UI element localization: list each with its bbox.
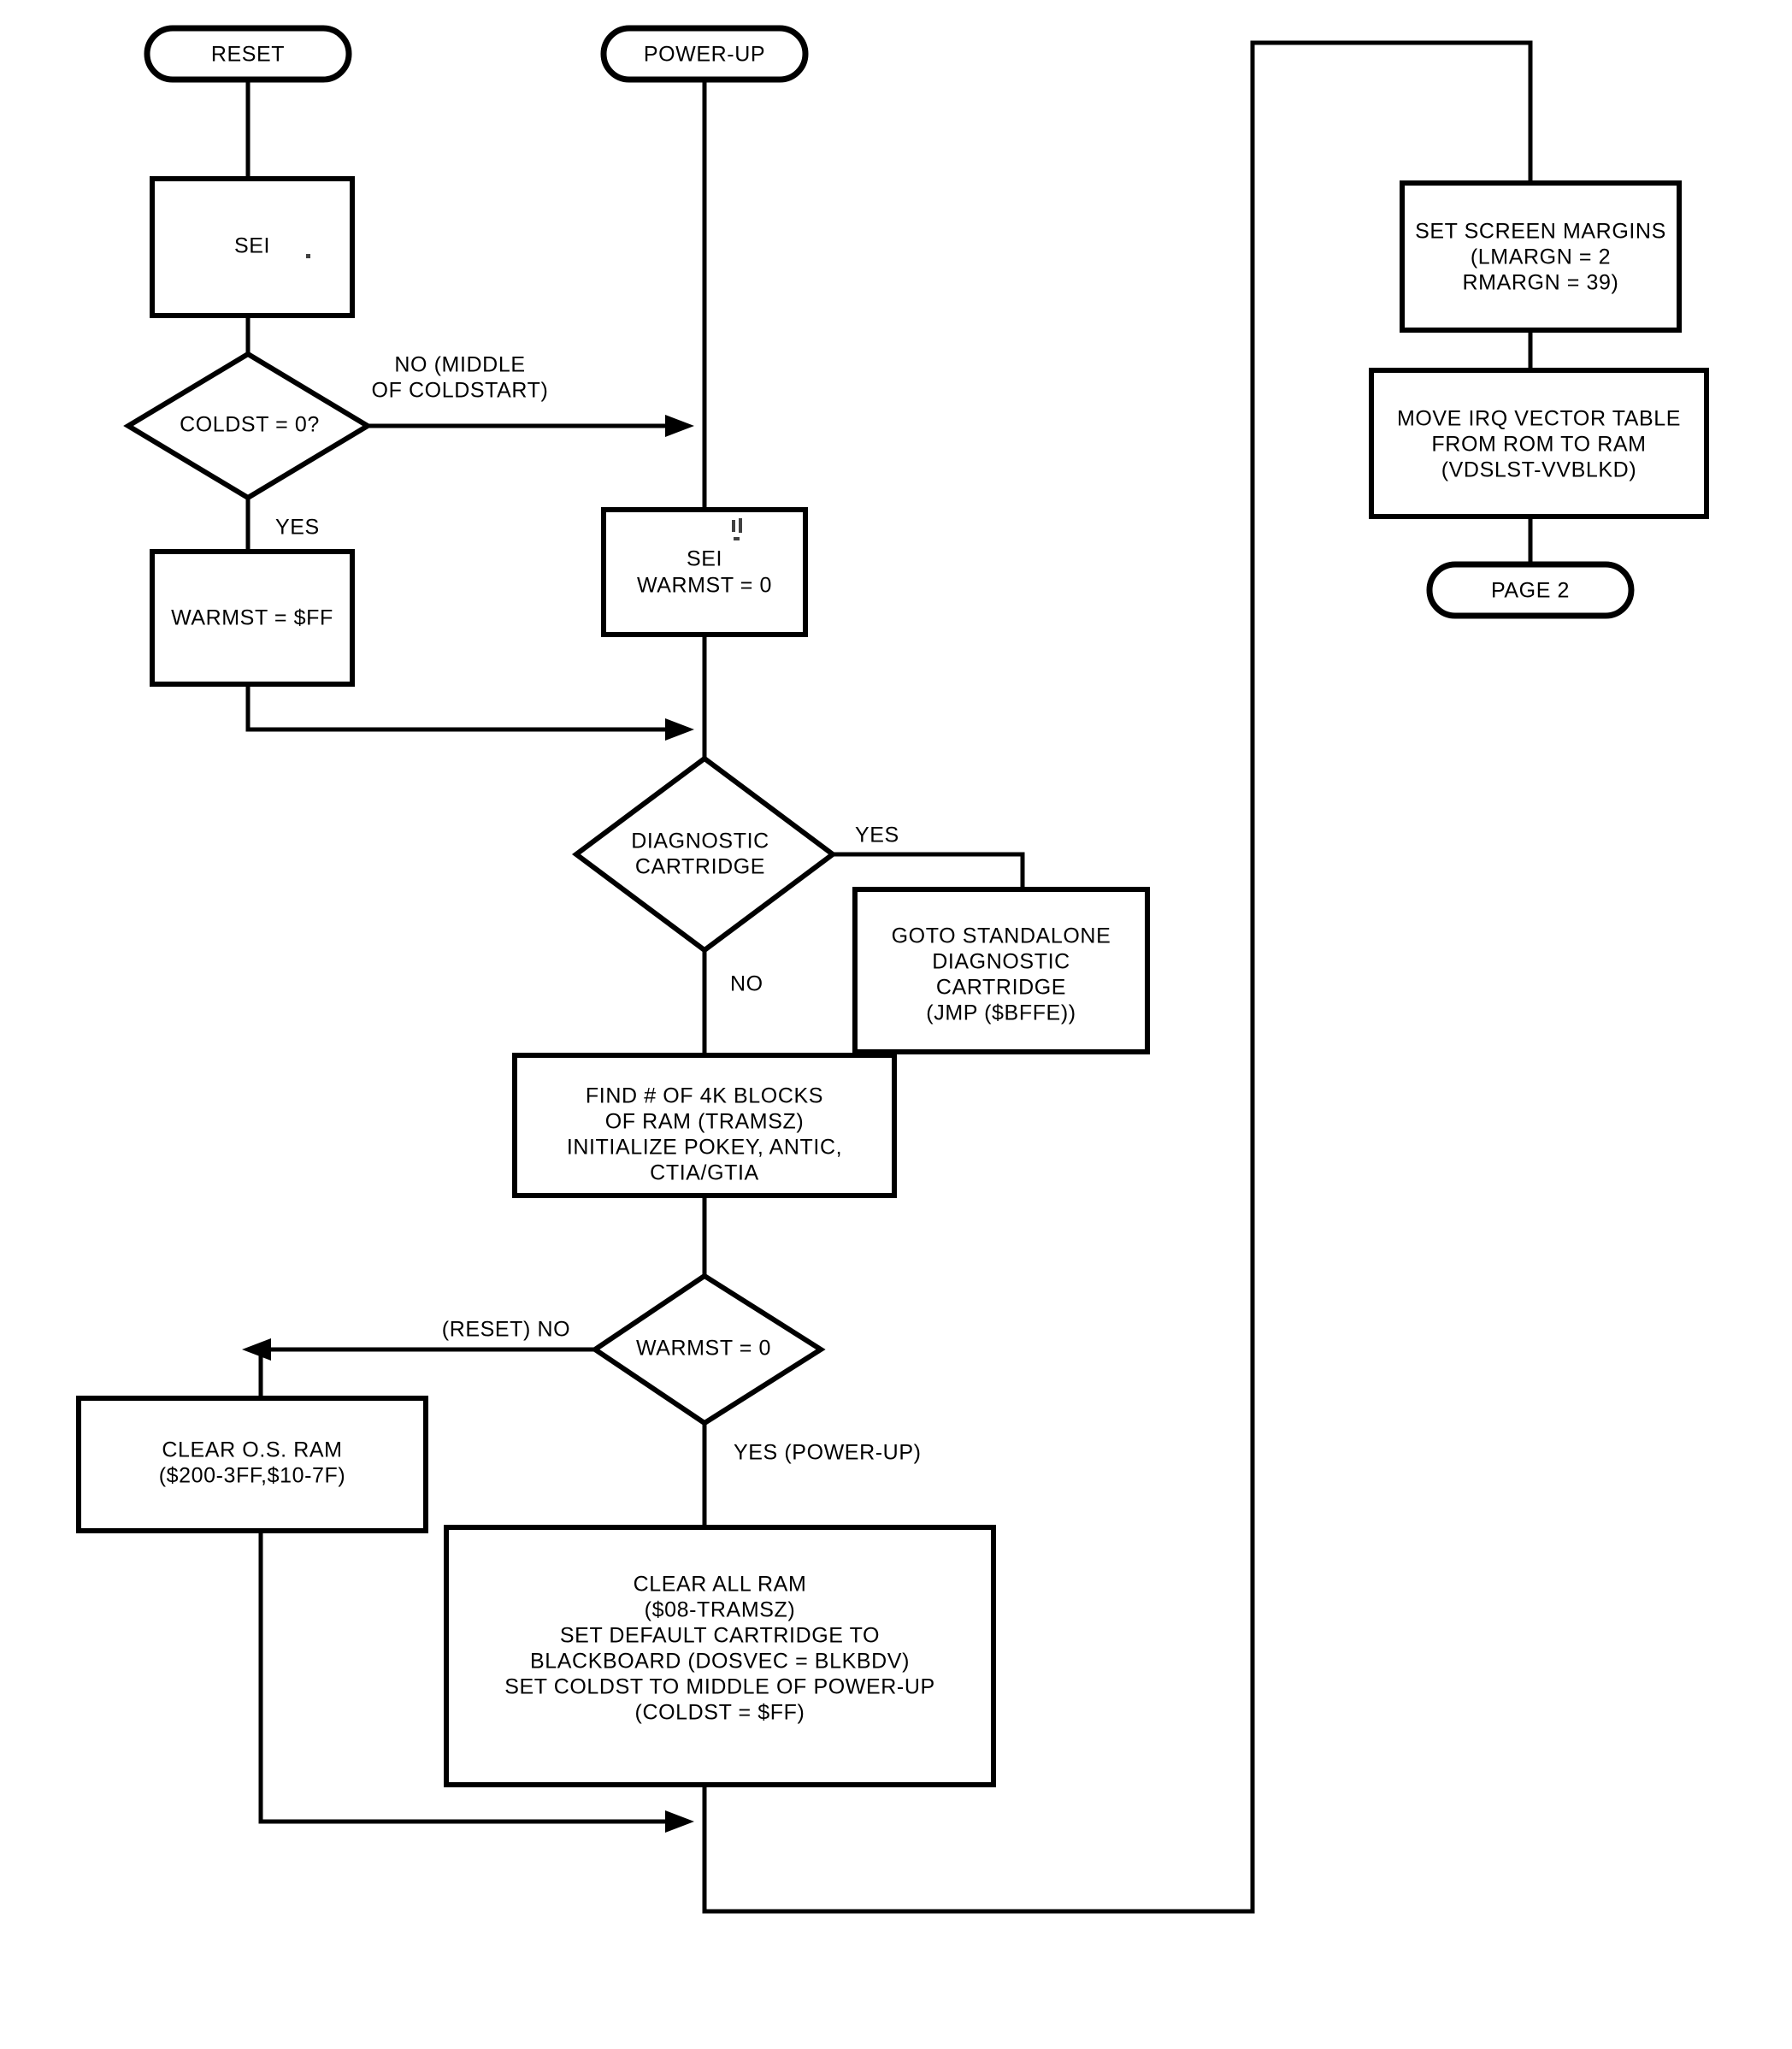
process-find-line-0: FIND # OF 4K BLOCKS bbox=[586, 1084, 823, 1108]
decision-warmst-is-zero[interactable] bbox=[590, 1273, 826, 1426]
decision-coldst-is-zero[interactable] bbox=[123, 351, 373, 501]
scan-artifact-dot-sei bbox=[306, 254, 310, 258]
decision-diagcart-line-1: CARTRIDGE bbox=[635, 855, 765, 879]
arrowhead-coldst-no bbox=[665, 415, 694, 437]
process-clear-all-line-3: BLACKBOARD (DOSVEC = BLKBDV) bbox=[530, 1650, 910, 1674]
edge-warmstff-to-trunk bbox=[245, 684, 675, 732]
process-goto-standalone-diagnostic[interactable] bbox=[852, 887, 1150, 1054]
edge-label-warmst-yes: YES (POWER-UP) bbox=[734, 1441, 922, 1465]
process-set-screen-margins[interactable] bbox=[1400, 180, 1682, 333]
process-clear-os-ram[interactable] bbox=[76, 1396, 428, 1533]
edge-clearos-to-trunk bbox=[258, 1531, 675, 1824]
process-clear-all-line-5: (COLDST = $FF) bbox=[635, 1701, 805, 1725]
edge-label-diag-yes: YES bbox=[855, 824, 899, 847]
process-find-line-2: INITIALIZE POKEY, ANTIC, bbox=[567, 1136, 842, 1160]
terminator-reset[interactable] bbox=[144, 25, 352, 83]
arrowhead-warmst-no bbox=[242, 1338, 271, 1361]
process-find-line-3: CTIA/GTIA bbox=[650, 1161, 759, 1185]
edge-label-coldst-yes: YES bbox=[275, 516, 320, 540]
process-goto-line-1: DIAGNOSTIC bbox=[932, 950, 1070, 974]
process-clear-all-line-1: ($08-TRAMSZ) bbox=[645, 1598, 796, 1622]
process-goto-line-0: GOTO STANDALONE bbox=[892, 924, 1111, 948]
process-clear-all-line-0: CLEAR ALL RAM bbox=[634, 1573, 807, 1597]
process-goto-line-2: CARTRIDGE bbox=[936, 976, 1066, 1000]
edge-label-coldst-no-line-0: NO (MIDDLE bbox=[394, 353, 525, 377]
process-margins-line-1: (LMARGN = 2 bbox=[1471, 245, 1611, 269]
decision-warmst-label: WARMST = 0 bbox=[636, 1337, 771, 1361]
edge-label-coldst-no-line-1: OF COLDSTART) bbox=[372, 379, 549, 403]
terminator-power-up-label: POWER-UP bbox=[644, 43, 765, 67]
process-layer: SEI WARMST = $FF SEI WARMST = 0 GOTO STA… bbox=[76, 176, 1709, 1787]
arrowhead-clearos-join bbox=[665, 1810, 694, 1833]
process-margins-line-2: RMARGN = 39) bbox=[1463, 271, 1619, 295]
arrowhead-warmstff-join bbox=[665, 718, 694, 741]
process-find-line-1: OF RAM (TRAMSZ) bbox=[605, 1110, 805, 1134]
process-goto-line-3: (JMP ($BFFE)) bbox=[926, 1001, 1076, 1025]
process-sei-warmst-zero-line-1: WARMST = 0 bbox=[637, 574, 772, 598]
terminator-power-up[interactable] bbox=[600, 25, 809, 83]
terminator-reset-label: RESET bbox=[211, 43, 285, 67]
process-sei-warmst-zero-line-0: SEI bbox=[687, 547, 722, 571]
process-moveirq-line-1: FROM ROM TO RAM bbox=[1431, 433, 1646, 457]
decision-coldst-label: COLDST = 0? bbox=[180, 413, 320, 437]
connector-layer bbox=[242, 40, 1533, 1914]
process-sei-warmst-zero[interactable] bbox=[601, 507, 808, 637]
edge-label-layer: NO (MIDDLE OF COLDSTART) YES YES NO (RES… bbox=[275, 353, 922, 1465]
edge-warmst-no-to-clearos bbox=[258, 1347, 595, 1398]
edge-label-warmst-no: (RESET) NO bbox=[442, 1318, 570, 1342]
decision-layer: COLDST = 0? DIAGNOSTIC CARTRIDGE WARMST … bbox=[123, 351, 838, 1426]
process-warmst-ff-line-0: WARMST = $FF bbox=[171, 606, 333, 630]
process-warmst-ff[interactable] bbox=[150, 549, 355, 687]
process-sei-line-0: SEI bbox=[234, 234, 270, 258]
process-moveirq-line-2: (VDSLST-VVBLKD) bbox=[1441, 458, 1637, 482]
process-margins-line-0: SET SCREEN MARGINS bbox=[1415, 220, 1666, 244]
terminator-layer: RESET POWER-UP PAGE 2 bbox=[144, 25, 1635, 619]
process-clear-all-line-2: SET DEFAULT CARTRIDGE TO bbox=[560, 1624, 880, 1648]
process-sei[interactable] bbox=[150, 176, 355, 318]
decision-diagnostic-cartridge[interactable] bbox=[571, 755, 838, 954]
scan-artifact-smudge-sei0 bbox=[732, 518, 742, 540]
terminator-page-2-label: PAGE 2 bbox=[1491, 579, 1570, 603]
edge-clearall-loop-to-margins bbox=[702, 40, 1533, 1914]
process-moveirq-line-0: MOVE IRQ VECTOR TABLE bbox=[1397, 407, 1681, 431]
terminator-page-2[interactable] bbox=[1426, 561, 1635, 619]
edge-diag-yes-to-goto bbox=[833, 852, 1025, 889]
decision-diagcart-line-0: DIAGNOSTIC bbox=[631, 830, 769, 853]
process-clear-all-ram[interactable] bbox=[444, 1525, 996, 1787]
edge-label-diag-no: NO bbox=[730, 972, 763, 996]
process-clear-all-line-4: SET COLDST TO MIDDLE OF POWER-UP bbox=[504, 1675, 935, 1699]
process-find-4k-blocks[interactable] bbox=[512, 1053, 897, 1198]
process-clear-os-line-0: CLEAR O.S. RAM bbox=[162, 1438, 342, 1462]
process-move-irq-vector-table[interactable] bbox=[1369, 368, 1709, 519]
process-clear-os-line-1: ($200-3FF,$10-7F) bbox=[159, 1464, 346, 1488]
